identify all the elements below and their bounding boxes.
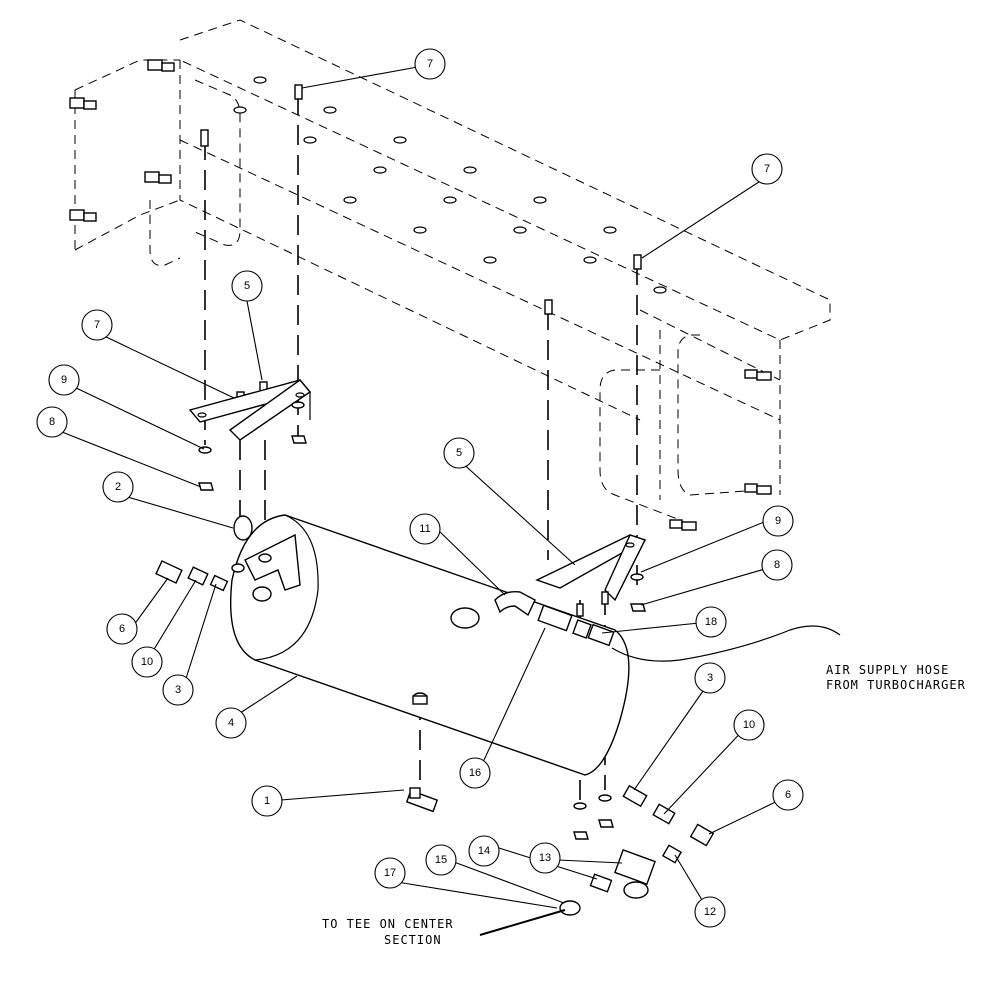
tee-hose [479, 909, 566, 936]
note-air-supply-line2: FROM TURBOCHARGER [826, 678, 966, 692]
lower-right-fittings [559, 784, 715, 916]
svg-text:14: 14 [478, 845, 490, 857]
callout-4: 4 [215, 707, 247, 739]
svg-text:10: 10 [743, 719, 755, 731]
bolts [200, 84, 642, 411]
callout-10b: 10 [733, 709, 765, 741]
left-hardware [198, 401, 307, 491]
note-tee-line2: SECTION [384, 933, 442, 947]
right-hardware [573, 573, 646, 840]
tee-fitting [405, 787, 439, 813]
svg-text:6: 6 [119, 623, 125, 635]
note-tee-line1: TO TEE ON CENTER [322, 917, 454, 931]
svg-text:3: 3 [707, 672, 713, 684]
svg-text:8: 8 [774, 559, 780, 571]
svg-text:2: 2 [115, 481, 121, 493]
callout-7a: 7 [414, 48, 446, 80]
callout-8b: 8 [761, 549, 793, 581]
callout-9a: 9 [48, 364, 80, 396]
svg-text:4: 4 [228, 717, 234, 729]
callout-10a: 10 [131, 646, 163, 678]
callout-2: 2 [102, 471, 134, 503]
svg-text:7: 7 [764, 163, 770, 175]
svg-text:17: 17 [384, 867, 396, 879]
callout-6a: 6 [106, 613, 138, 645]
note-air-supply-line1: AIR SUPPLY HOSE [826, 663, 949, 677]
svg-text:6: 6 [785, 789, 791, 801]
svg-text:3: 3 [175, 684, 181, 696]
bracket-right [535, 534, 647, 602]
svg-text:11: 11 [419, 523, 430, 535]
top-fittings [494, 590, 615, 647]
callout-8a: 8 [36, 406, 68, 438]
callout-11: 11 [409, 513, 441, 545]
callout-5a: 5 [231, 270, 263, 302]
svg-text:18: 18 [705, 616, 717, 628]
svg-text:12: 12 [704, 906, 716, 918]
callout-12: 12 [694, 896, 726, 928]
svg-text:7: 7 [427, 58, 433, 70]
svg-text:10: 10 [141, 656, 153, 668]
svg-text:9: 9 [61, 374, 67, 386]
air-supply-hose [611, 625, 841, 662]
callout-7b: 7 [751, 153, 783, 185]
svg-text:1: 1 [264, 795, 270, 807]
bracket-left [188, 379, 312, 441]
callout-7c: 7 [81, 309, 113, 341]
svg-text:5: 5 [456, 447, 462, 459]
callout-18: 18 [695, 606, 727, 638]
callout-3b: 3 [694, 662, 726, 694]
svg-text:13: 13 [539, 852, 551, 864]
note-tee: TO TEE ON CENTER SECTION [322, 917, 454, 947]
air-tank [229, 514, 630, 776]
svg-text:8: 8 [49, 416, 55, 428]
callout-5b: 5 [443, 437, 475, 469]
callout-16: 16 [459, 757, 491, 789]
callout-15: 15 [425, 844, 457, 876]
callout-17: 17 [374, 857, 406, 889]
callout-6b: 6 [772, 779, 804, 811]
callout-1: 1 [251, 785, 283, 817]
frame-rail [69, 19, 831, 531]
svg-text:9: 9 [775, 515, 781, 527]
svg-text:5: 5 [244, 280, 250, 292]
svg-text:16: 16 [469, 767, 481, 779]
leader-lines [61, 65, 787, 911]
callout-13: 13 [529, 842, 561, 874]
callout-3a: 3 [162, 674, 194, 706]
callout-9b: 9 [762, 505, 794, 537]
note-air-supply: AIR SUPPLY HOSE FROM TURBOCHARGER [826, 663, 966, 692]
svg-text:15: 15 [435, 854, 447, 866]
callout-14: 14 [468, 835, 500, 867]
svg-text:7: 7 [94, 319, 100, 331]
